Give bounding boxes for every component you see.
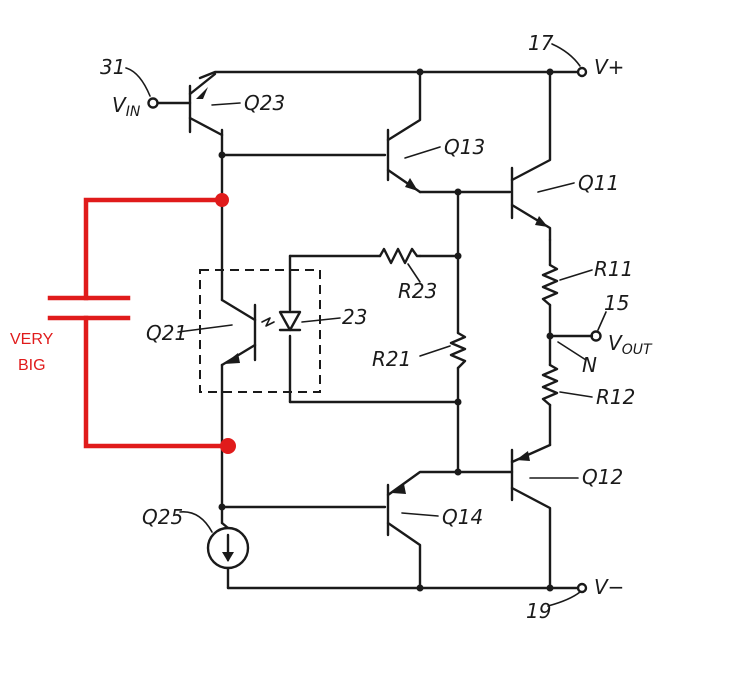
q23-leader — [211, 102, 241, 106]
q25-leader — [179, 511, 213, 533]
q14-emitter — [386, 470, 460, 497]
q23-collector — [188, 72, 217, 96]
labels: 31 VIN 17 V+ 19 V− 15 VOUT N 23 Q23 Q13 … — [10, 31, 653, 623]
junction-dot — [546, 332, 554, 340]
red-lower-lead — [83, 315, 231, 449]
q21-collector — [220, 298, 257, 322]
q14-label: Q14 — [442, 505, 483, 529]
q11-collector — [510, 70, 552, 182]
junction-dot — [218, 503, 226, 511]
very-big-label-line1: VERY — [10, 331, 54, 348]
r11-leader — [559, 269, 593, 281]
red-capacitor-annotation — [47, 193, 236, 454]
light-ray-icon — [261, 317, 275, 327]
junction-dot — [454, 252, 462, 260]
transistor-arrows — [196, 87, 548, 494]
q13-label: Q13 — [444, 135, 485, 159]
red-upper-lead — [83, 197, 225, 301]
q14-arrow-icon — [392, 484, 406, 494]
r21-label: R21 — [372, 347, 411, 371]
r11-label: R11 — [594, 257, 633, 281]
n-leader — [557, 341, 587, 361]
q12-arrow-icon — [516, 451, 530, 461]
q23-arrow-icon — [196, 87, 208, 99]
r21-leader — [419, 345, 451, 357]
vout-node-leader — [597, 311, 607, 331]
n-node-label: N — [582, 353, 597, 377]
junction-dot — [454, 188, 462, 196]
vin-node-label: 31 — [100, 55, 125, 79]
diode-ref-label: 23 — [342, 305, 367, 329]
vout-label: VOUT — [608, 331, 653, 358]
very-big-label-line2: BIG — [18, 357, 46, 374]
red-junction-dot — [215, 193, 229, 207]
resistor-r11-icon — [541, 263, 559, 307]
junction-dot — [454, 398, 462, 406]
wires — [156, 70, 594, 590]
d23-leader — [301, 317, 341, 323]
vplus-rail — [198, 70, 580, 80]
q25-current-source — [206, 521, 250, 570]
vplus-node-label: 17 — [528, 31, 554, 55]
q25-top-wire — [220, 521, 230, 530]
junction-dot — [546, 584, 554, 592]
vin-terminal — [147, 97, 159, 109]
vminus-node-leader — [547, 591, 581, 607]
r12-leader — [559, 391, 593, 398]
red-junction-dot — [220, 438, 236, 454]
q13-leader — [404, 146, 441, 159]
q25-label: Q25 — [142, 505, 183, 529]
q14-leader — [401, 512, 439, 517]
vplus-label: V+ — [594, 55, 624, 79]
q23-label: Q23 — [244, 91, 285, 115]
leader-lines — [125, 43, 607, 607]
diode-triangle-icon — [278, 310, 302, 332]
q12-label: Q12 — [582, 465, 623, 489]
vin-node-leader — [125, 67, 151, 97]
junction-dot — [416, 584, 424, 592]
q21-leader — [177, 324, 233, 333]
q21-arrow-icon — [224, 353, 240, 364]
r12-label: R12 — [596, 385, 635, 409]
junction-dot — [416, 68, 424, 76]
current-source-arrow-icon — [222, 552, 234, 562]
resistor-r23-icon — [378, 247, 422, 265]
q11-leader — [537, 182, 575, 193]
vminus-terminal — [576, 582, 588, 594]
optocoupler-box — [199, 269, 321, 393]
resistors — [378, 247, 559, 407]
q11-label: Q11 — [578, 171, 619, 195]
q23-emitter — [188, 116, 224, 137]
resistor-r21-icon — [449, 331, 467, 370]
vout-terminal — [590, 330, 602, 342]
vminus-node-label: 19 — [526, 599, 551, 623]
junction-dot — [218, 151, 226, 159]
resistor-r12-icon — [541, 363, 559, 407]
vplus-terminal — [576, 66, 588, 78]
q11-emitter — [510, 203, 552, 242]
junction-dot — [546, 68, 554, 76]
vminus-label: V− — [594, 575, 624, 599]
r23-label: R23 — [398, 279, 437, 303]
q14-collector — [386, 521, 422, 590]
q13-arrow-icon — [405, 178, 418, 191]
vout-node-label: 15 — [604, 291, 629, 315]
r23-leader — [407, 263, 421, 283]
junction-dot — [454, 468, 462, 476]
junction-dots — [218, 68, 554, 592]
vplus-node-leader — [551, 43, 581, 67]
q11-arrow-icon — [535, 216, 548, 227]
q12-collector — [510, 486, 552, 590]
vin-label: VIN — [112, 93, 141, 120]
q21-label: Q21 — [146, 321, 187, 345]
led-diode — [278, 310, 302, 332]
q13-collector — [386, 70, 422, 142]
